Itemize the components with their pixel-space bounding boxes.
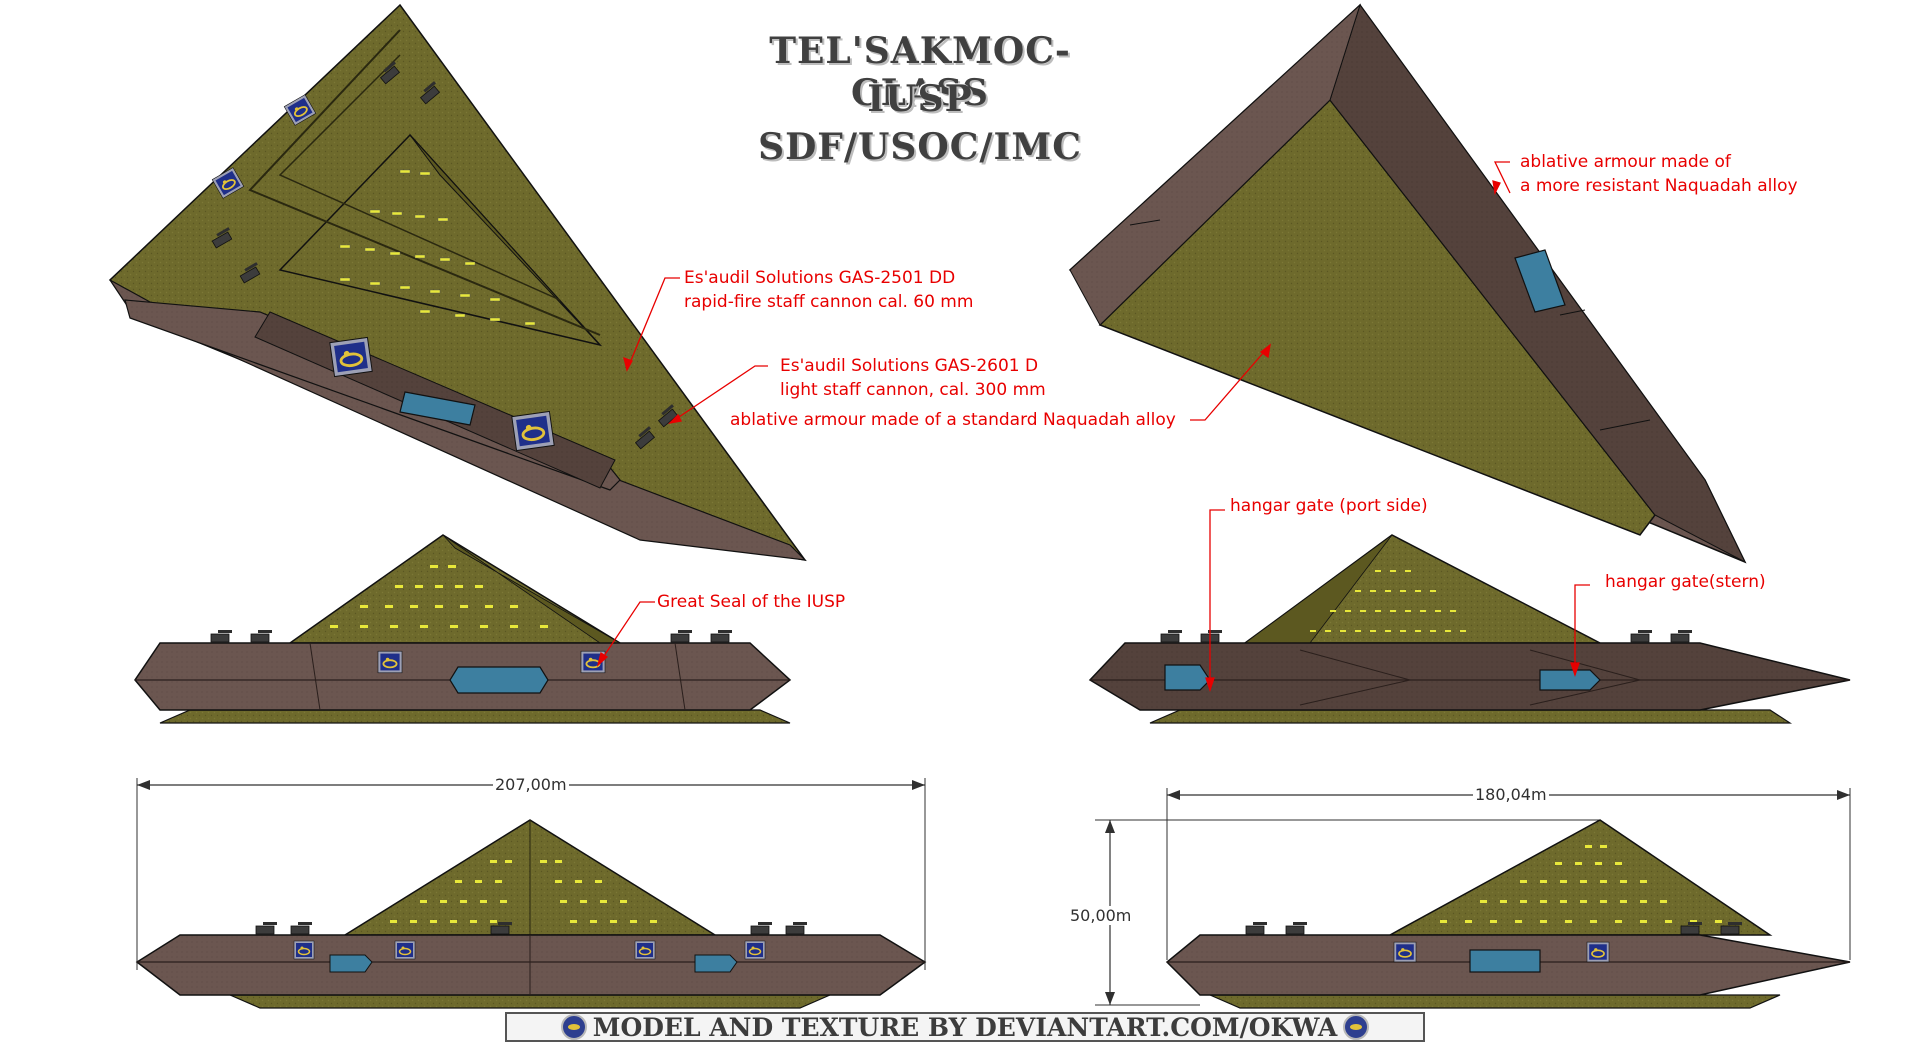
title-line-3: SDF/USOC/IMC [758,126,1082,168]
label-gas2501-name: Es'audil Solutions GAS-2501 DD [684,268,956,288]
callout-lines [596,161,1590,693]
seal-logo-icon [1343,1014,1370,1040]
ship-front-view [135,778,927,1009]
label-gas2501-spec: rapid-fire staff cannon cal. 60 mm [684,292,974,312]
seal-logo-icon [560,1014,587,1040]
title-line-2: IUSP [867,78,973,120]
label-armour-resistant-1: ablative armour made of [1520,152,1731,172]
credit-text: MODEL AND TEXTURE BY DEVIANTART.COM/OKWA [592,1012,1338,1042]
ship-bottom-oblique-view [1068,3,1747,564]
label-great-seal: Great Seal of the IUSP [657,592,846,612]
dimension-width: 180,04m [1473,785,1549,804]
ship-side-view-port [134,534,792,724]
credit-banner: MODEL AND TEXTURE BY DEVIANTART.COM/OKWA [505,1012,1425,1042]
dimension-length: 207,00m [493,775,569,794]
label-hangar-port: hangar gate (port side) [1230,496,1428,516]
label-gas2601-name: Es'audil Solutions GAS-2601 D [780,356,1039,376]
ship-top-oblique-view [108,3,807,562]
label-gas2601-spec: light staff cannon, cal. 300 mm [780,380,1046,400]
label-armour-standard: ablative armour made of a standard Naqua… [730,410,1176,430]
ship-side-view-stern [1088,534,1851,724]
label-armour-resistant-2: a more resistant Naquadah alloy [1520,176,1798,196]
ship-side-view-dimensioned [1095,788,1851,1009]
title-line-1: TEL'SAKMOC-CLASS [769,30,1071,114]
dimension-height: 50,00m [1068,906,1134,925]
label-hangar-stern: hangar gate(stern) [1605,572,1766,592]
